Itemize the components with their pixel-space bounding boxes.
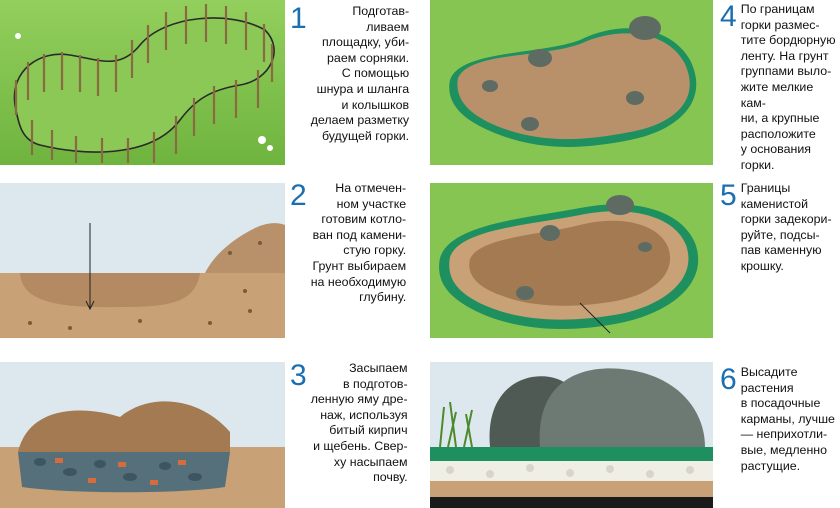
illustration-step-2 [0,183,285,338]
step-text: Засыпаем в подготов- ленную яму дре- наж… [310,361,408,485]
step-text: Границы каменистой горки задекори- руйте… [740,181,832,273]
illustration-step-1 [0,0,285,165]
step-2: 2 На отмечен- ном участке готовим котло-… [290,181,406,306]
step-5: 5 Границы каменистой горки задекори- руй… [720,181,832,275]
step-number: 4 [720,0,737,33]
illustration-step-4 [430,0,713,165]
step-number: 6 [720,363,737,396]
illustration-step-5 [430,183,713,338]
step-number: 5 [720,179,737,212]
step-number: 3 [290,359,307,392]
step-3: 3 Засыпаем в подготов- ленную яму дре- н… [290,361,408,486]
step-text: На отмечен- ном участке готовим котло- в… [310,181,407,305]
illustration-step-3 [0,362,285,508]
step-6: 6 Высадите растения в посадочные карманы… [720,365,835,474]
step-4: 4 По границам горки размес- тите бордюрн… [720,2,840,174]
step-1: 1 Подготав- ливаем площадку, уби- раем с… [290,4,409,144]
step-text: По границам горки размес- тите бордюрную… [740,2,836,172]
illustration-step-6 [430,362,713,508]
step-number: 1 [290,2,307,35]
step-text: Высадите растения в посадочные карманы, … [740,365,835,473]
step-text: Подготав- ливаем площадку, уби- раем сор… [310,4,410,143]
step-number: 2 [290,179,307,212]
